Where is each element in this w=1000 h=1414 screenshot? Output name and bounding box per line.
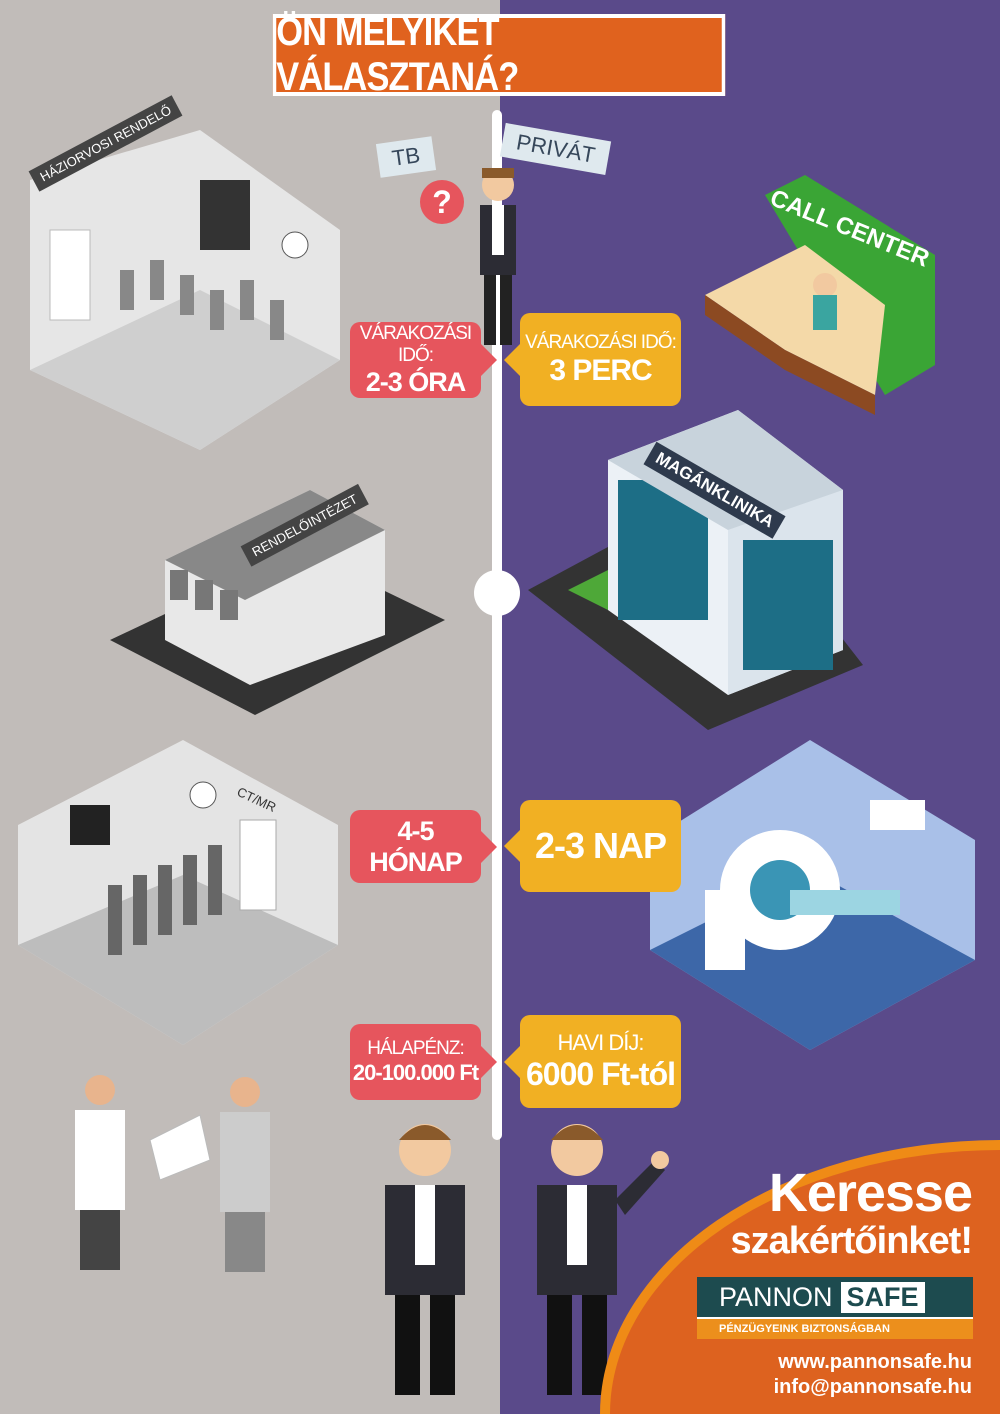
tb-gratuity-tag: HÁLAPÉNZ:20-100.000 Ft [350, 1024, 497, 1100]
page-title: ÖN MELYIKET VÁLASZTANÁ? [272, 10, 726, 99]
gp-office-illustration [30, 130, 340, 450]
cta-line2: szakértőinket! [730, 1220, 973, 1262]
logo-pannon: PANNON [719, 1281, 833, 1312]
private-wait-tag: VÁRAKOZÁSI IDŐ:3 PERC [504, 313, 681, 406]
tb-exam-tag: 4-5 HÓNAP [350, 810, 497, 883]
tag-value: 6000 Ft-tól [525, 1056, 676, 1092]
contact-info: www.pannonsafe.hu info@pannonsafe.hu [774, 1350, 972, 1400]
private-clinic-illustration [528, 410, 863, 730]
tag-label: HÁLAPÉNZ: [367, 1038, 465, 1059]
center-timeline [492, 110, 502, 1140]
call-center-illustration [705, 175, 935, 415]
tag-label: VÁRAKOZÁSI IDŐ: [359, 322, 472, 366]
email-link[interactable]: info@pannonsafe.hu [773, 1376, 972, 1398]
tag-value: 4-5 HÓNAP [369, 815, 463, 877]
tb-wait-tag: VÁRAKOZÁSI IDŐ:2-3 ÓRA [350, 322, 497, 398]
question-icon: ? [420, 180, 464, 224]
cta-line1: Keresse [768, 1163, 973, 1223]
mri-room-illustration [650, 740, 975, 1050]
man-right-thumbsup-illustration [537, 1124, 669, 1395]
private-fee-tag: HAVI DÍJ:6000 Ft-tól [504, 1015, 681, 1108]
website-link[interactable]: www.pannonsafe.hu [778, 1351, 972, 1373]
man-left-illustration [385, 1124, 465, 1395]
tag-value: 2-3 NAP [534, 825, 667, 866]
bribe-illustration [75, 1075, 270, 1272]
man-illustration [480, 168, 516, 345]
tag-value: 2-3 ÓRA [365, 366, 467, 397]
tag-label: HAVI DÍJ: [557, 1030, 645, 1055]
logo-slogan: PÉNZÜGYEINK BIZTONSÁGBAN [697, 1319, 973, 1339]
tag-value: 20-100.000 Ft [352, 1060, 479, 1085]
private-exam-tag: 2-3 NAP [504, 800, 681, 892]
tag-label: VÁRAKOZÁSI IDŐ: [525, 331, 677, 353]
clinic-illustration [110, 490, 445, 715]
tag-value: 3 PERC [549, 353, 652, 387]
ctmr-room-illustration [18, 740, 338, 1045]
timeline-node [474, 570, 520, 616]
logo-safe: SAFE [840, 1281, 925, 1313]
